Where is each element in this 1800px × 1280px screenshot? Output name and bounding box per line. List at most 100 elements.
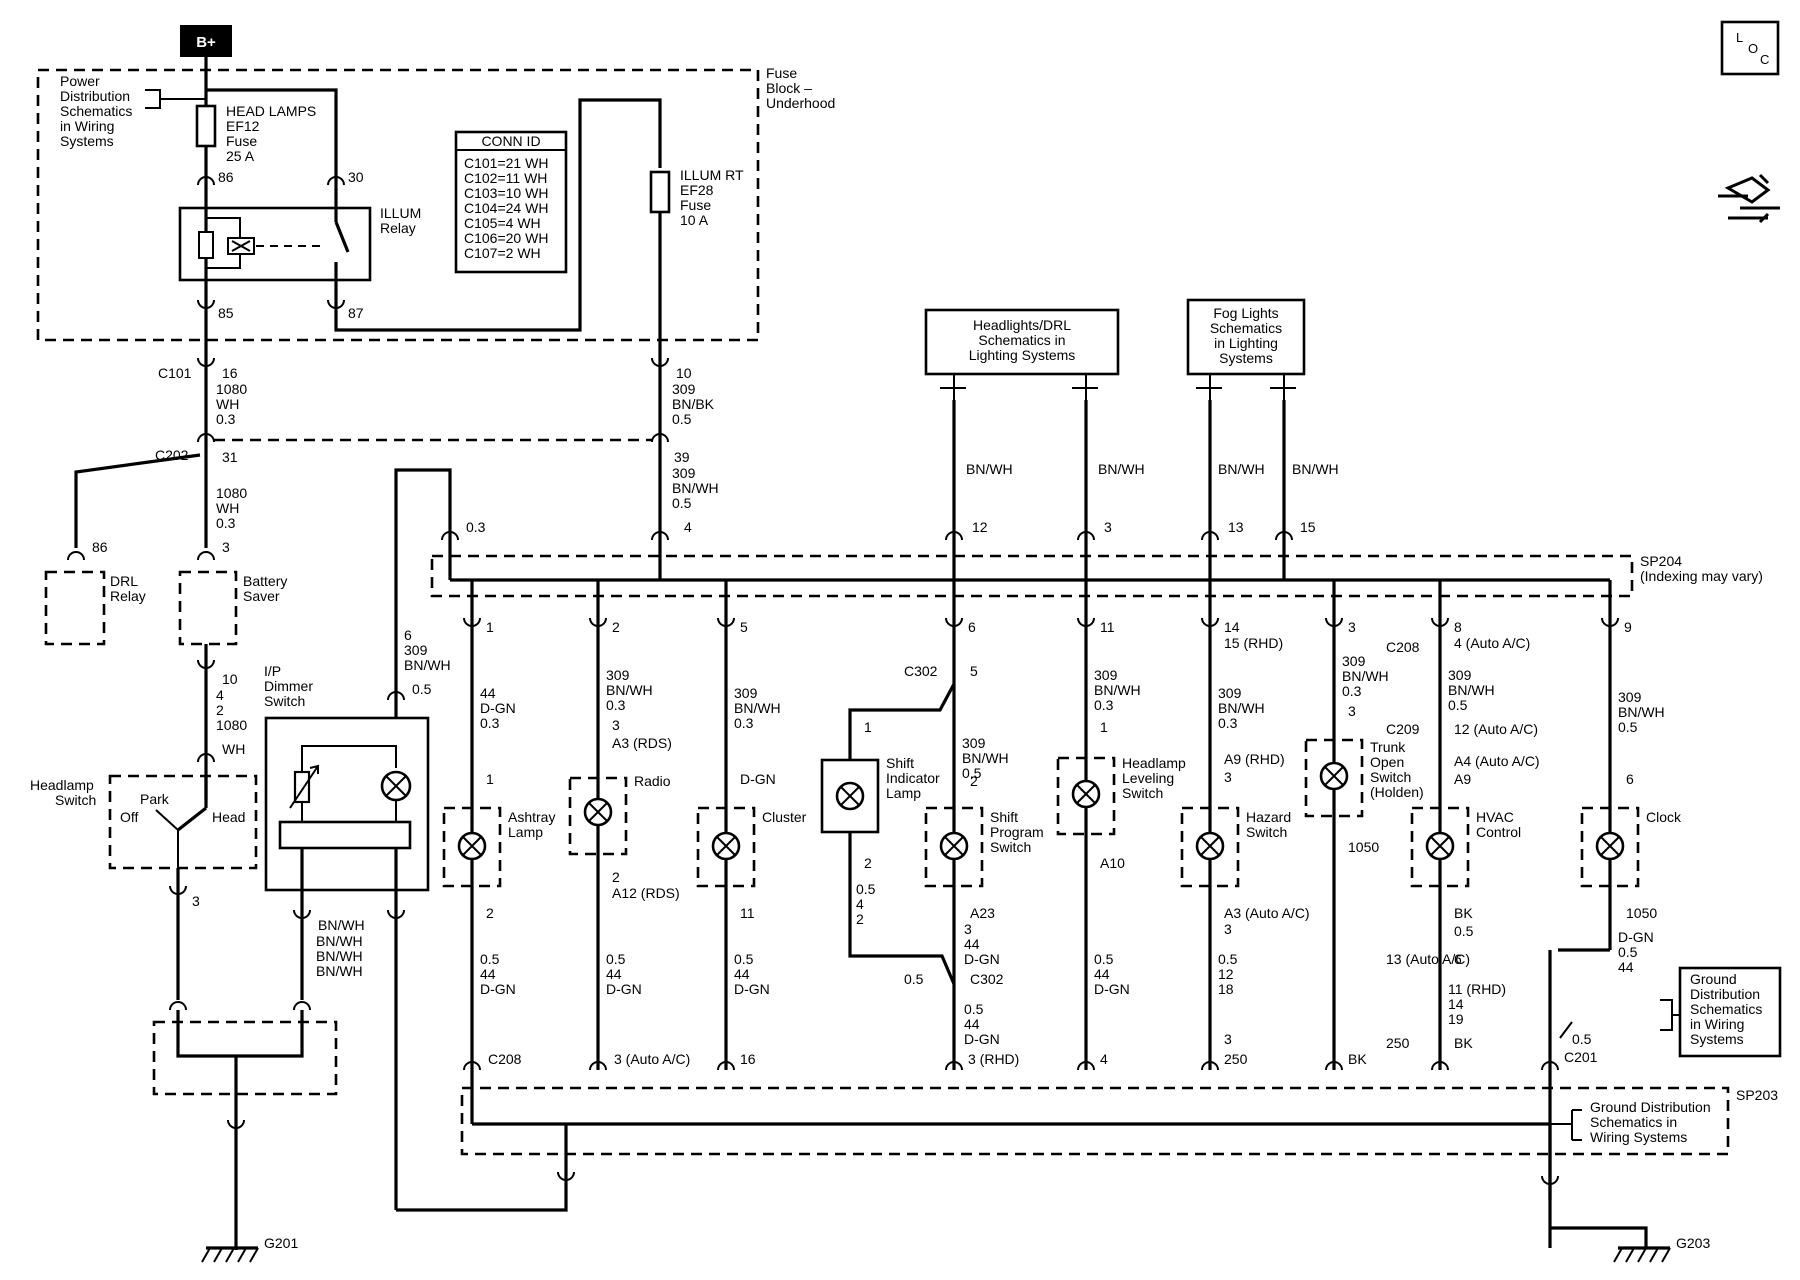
pin-label: C208 bbox=[488, 1051, 522, 1067]
wire-label: BN/WH bbox=[962, 750, 1009, 766]
pin-label: 11 bbox=[740, 905, 755, 921]
pin-label: 14 bbox=[1224, 619, 1240, 635]
conn-id-row: C101=21 WH bbox=[464, 155, 548, 171]
illum-fuse-label-4: 10 A bbox=[680, 212, 709, 228]
headlights-ref-label-3: Lighting Systems bbox=[969, 347, 1076, 363]
pin-label: D-GN bbox=[740, 771, 776, 787]
fog-lights-ref-box bbox=[1186, 298, 1306, 376]
drl-feed-wire bbox=[74, 453, 201, 548]
svg-text:86: 86 bbox=[218, 169, 234, 185]
c302-label-2: 0.5 bbox=[904, 971, 924, 987]
wire-label: BN/WH bbox=[1098, 461, 1145, 477]
wire-label: BN/BK bbox=[672, 396, 715, 412]
hazard-label-2: Switch bbox=[1246, 824, 1287, 840]
wire-label: BN/WH bbox=[316, 933, 363, 949]
pin-label: 6 bbox=[1454, 951, 1462, 967]
svg-text:C: C bbox=[1760, 52, 1769, 67]
svg-text:O: O bbox=[1748, 41, 1758, 56]
c201-splice-box bbox=[152, 1020, 338, 1096]
wire-label: BN/WH bbox=[1448, 682, 1495, 698]
wire-label: BN/WH bbox=[1342, 668, 1389, 684]
wire-label: 0.3 bbox=[216, 515, 236, 531]
headlights-ref-label-2: Schematics in bbox=[978, 332, 1065, 348]
wire-label: D-GN bbox=[964, 1031, 1000, 1047]
pin-label: A3 (Auto A/C) bbox=[1224, 905, 1310, 921]
pin-label: 1050 bbox=[1348, 839, 1379, 855]
dimmer-switch-label-3: Switch bbox=[264, 693, 305, 709]
wire-label: 44 bbox=[734, 966, 750, 982]
pin-label: 3 bbox=[1224, 921, 1232, 937]
svg-text:85: 85 bbox=[218, 305, 234, 321]
headlamp-leveling-label-3: Switch bbox=[1122, 785, 1163, 801]
head-lamps-fuse-label-2: EF12 bbox=[226, 118, 260, 134]
shift-program-label-3: Switch bbox=[990, 839, 1031, 855]
headlights-drl-ref-box bbox=[924, 308, 1120, 376]
headlights-ref-label-1: Headlights/DRL bbox=[973, 317, 1071, 333]
wire-label: BN/WH bbox=[1292, 461, 1339, 477]
wire-label: 12 bbox=[1218, 966, 1234, 982]
wire-label: 309 bbox=[606, 667, 630, 683]
pin-label: 31 bbox=[222, 449, 238, 465]
drl-relay-label-2: Relay bbox=[110, 588, 146, 604]
pin-label: A12 (RDS) bbox=[612, 885, 680, 901]
ashtray-label-2: Lamp bbox=[508, 824, 543, 840]
conn-id-row: C106=20 WH bbox=[464, 230, 548, 246]
headlamp-leveling-label-2: Leveling bbox=[1122, 770, 1174, 786]
pin-label: A10 bbox=[1100, 855, 1125, 871]
wire-label: 0.5 bbox=[1448, 697, 1468, 713]
c302-label: C302 bbox=[904, 663, 938, 679]
clock-label: Clock bbox=[1646, 809, 1682, 825]
pin-label: 11 bbox=[1100, 619, 1115, 635]
pin-label: 1 bbox=[864, 719, 872, 735]
pin-label: 3 bbox=[612, 717, 620, 733]
c208-label: C208 bbox=[1386, 639, 1420, 655]
wire-label: 0.5 bbox=[672, 411, 692, 427]
dimmer-switch-label-2: Dimmer bbox=[264, 678, 313, 694]
drl-relay-label-1: DRL bbox=[110, 573, 138, 589]
wire-label: 0.5 bbox=[1094, 951, 1114, 967]
wire-label: BN/WH bbox=[606, 682, 653, 698]
wire-label: 0.5 bbox=[962, 765, 982, 781]
ground-ref-label: Schematics bbox=[1690, 1001, 1762, 1017]
ground-ref-label: in Wiring bbox=[1690, 1016, 1744, 1032]
pin-label: 13 bbox=[1228, 519, 1244, 535]
wire-label: 4 bbox=[216, 687, 224, 703]
pin-label: 10 bbox=[676, 365, 692, 381]
pin-label: 6 bbox=[1626, 771, 1634, 787]
loc-icon: L O C bbox=[1720, 20, 1780, 76]
hvac-control-box bbox=[1410, 806, 1470, 888]
pin-label: 1050 bbox=[1626, 905, 1657, 921]
dimmer-switch-label-1: I/P bbox=[264, 663, 281, 679]
conn-id-table: CONN ID C101=21 WH C102=11 WH C103=10 WH… bbox=[454, 130, 568, 274]
wire-label: 0.5 bbox=[856, 881, 876, 897]
pin-label: 1 bbox=[486, 619, 494, 635]
pin-label: 2 bbox=[612, 869, 620, 885]
svg-text:87: 87 bbox=[348, 305, 364, 321]
wire-label: 309 bbox=[962, 735, 986, 751]
wire-label: 44 bbox=[1094, 966, 1110, 982]
pin-label: A3 (RDS) bbox=[612, 735, 672, 751]
wire-label: 2 bbox=[216, 702, 224, 718]
shift-program-label-2: Program bbox=[990, 824, 1044, 840]
headlamp-switch-label-1: Headlamp bbox=[30, 777, 94, 793]
pin-label: 3 bbox=[192, 893, 200, 909]
wire-label: 4 bbox=[856, 896, 864, 912]
ground-ref-label: Distribution bbox=[1690, 986, 1760, 1002]
wire-label: 309 bbox=[404, 642, 428, 658]
power-dist-label-4: in Wiring bbox=[60, 118, 114, 134]
headlamp-switch-box bbox=[108, 774, 258, 870]
wire-label: 44 bbox=[1618, 959, 1634, 975]
wire-label: 0.3 bbox=[216, 411, 236, 427]
wire-label: 309 bbox=[1448, 667, 1472, 683]
b-plus-terminal: B+ bbox=[180, 25, 232, 57]
wire-label: 11 (RHD) bbox=[1448, 981, 1506, 997]
trunk-label-4: (Holden) bbox=[1370, 784, 1424, 800]
power-dist-label-5: Systems bbox=[60, 133, 114, 149]
wire-label: 14 bbox=[1448, 996, 1464, 1012]
wire-label: 1080 bbox=[216, 717, 247, 733]
pin-label: 2 bbox=[864, 855, 872, 871]
dimmer-switch-box bbox=[264, 716, 430, 892]
wire-label: 0.5 bbox=[606, 951, 626, 967]
ground-distribution-ref-box bbox=[1678, 966, 1782, 1058]
c208-label-2: 250 bbox=[1386, 1035, 1410, 1051]
